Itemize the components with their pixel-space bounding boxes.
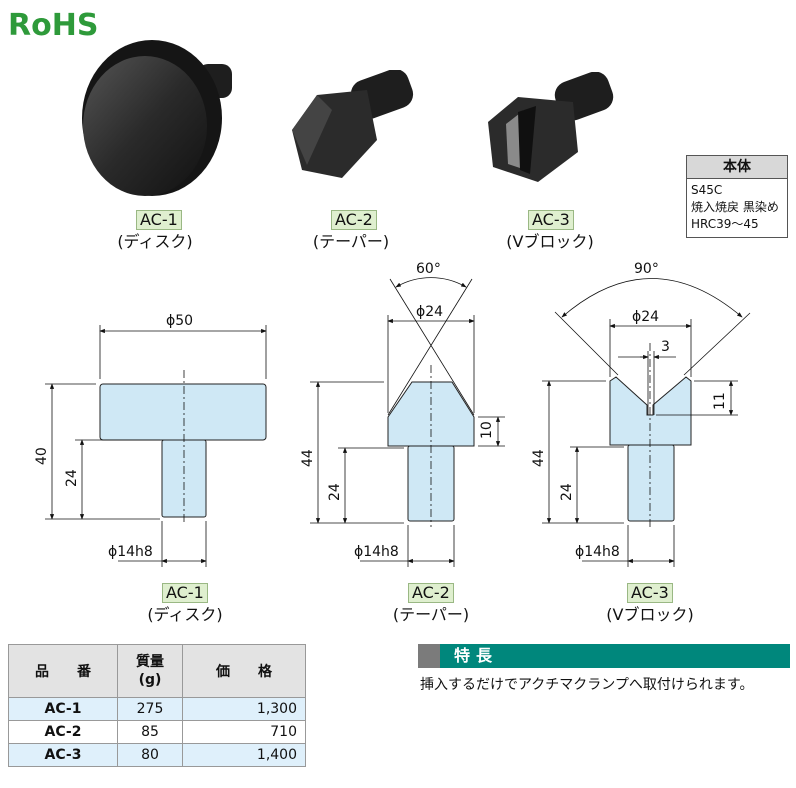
features-description: 挿入するだけでアクチマクランプへ取付けられます。 <box>420 677 754 693</box>
ac3-angle-label: 90° <box>634 261 659 277</box>
features-marker <box>418 644 440 668</box>
table-row: AC-2 85 710 <box>8 720 306 744</box>
ac3-head-shape <box>609 376 692 446</box>
ac3-depth-label: 11 <box>712 392 728 410</box>
ac3-drawing-code-badge: AC-3 <box>627 583 673 603</box>
ac3-slot-label: 3 <box>661 339 670 355</box>
ac3-name: (Vブロック) <box>506 232 594 251</box>
technical-drawings: ϕ50 40 24 ϕ14h8 60° ϕ24 44 24 10 ϕ14h8 9… <box>34 261 751 567</box>
cell-code: AC-1 <box>8 697 118 721</box>
ac2-taper-label: 10 <box>479 421 495 439</box>
ac2-shank-length-label: 24 <box>327 483 343 501</box>
rohs-logo: RoHS <box>8 8 98 42</box>
col-header-code: 品 番 <box>8 644 118 698</box>
table-row: AC-3 80 1,400 <box>8 743 306 767</box>
ac1-photo <box>82 40 232 196</box>
ac3-height-label: 44 <box>531 449 547 467</box>
ac1-drawing-name: (ディスク) <box>147 605 223 624</box>
ac2-shank-dia-label: ϕ14h8 <box>354 544 399 560</box>
ac3-shank-length-label: 24 <box>559 483 575 501</box>
ac1-diameter-label: ϕ50 <box>166 313 193 329</box>
material-line: HRC39～45 <box>691 217 759 231</box>
ac1-drawing-code-badge: AC-1 <box>162 583 208 603</box>
ac2-height-label: 44 <box>300 449 316 467</box>
ac2-code-badge: AC-2 <box>331 210 377 230</box>
cell-code: AC-2 <box>8 720 118 744</box>
ac1-name: (ディスク) <box>117 232 193 251</box>
ac3-code-badge: AC-3 <box>528 210 574 230</box>
cell-mass: 80 <box>117 743 183 767</box>
ac3-shank-shape <box>627 444 675 522</box>
ac2-drawing-name: (テーパー) <box>392 605 470 624</box>
material-body: S45C 焼入焼戻 黒染め HRC39～45 <box>687 179 787 237</box>
price-table: 品 番 質量 (g) 価 格 AC-1 275 1,300 AC-2 85 71… <box>8 644 306 767</box>
cell-price: 710 <box>182 720 306 744</box>
col-header-mass: 質量 (g) <box>117 644 183 698</box>
cell-price: 1,300 <box>182 697 306 721</box>
ac3-drawing-name: (Vブロック) <box>606 605 694 624</box>
ac2-angle-label: 60° <box>416 261 441 277</box>
material-line: S45C <box>691 183 723 197</box>
ac1-code-badge: AC-1 <box>136 210 182 230</box>
ac1-shank-dia-label: ϕ14h8 <box>108 544 153 560</box>
table-row: AC-1 275 1,300 <box>8 697 306 721</box>
ac2-name: (テーパー) <box>312 232 390 251</box>
ac2-drawing-code-badge: AC-2 <box>408 583 454 603</box>
ac3-diameter-label: ϕ24 <box>632 309 659 325</box>
cell-code: AC-3 <box>8 743 118 767</box>
ac3-photo <box>488 72 614 182</box>
features-title: 特長 <box>454 646 499 665</box>
rohs-logo-text: RoHS <box>8 8 98 42</box>
cell-mass: 275 <box>117 697 183 721</box>
cell-mass: 85 <box>117 720 183 744</box>
ac1-shank-length-label: 24 <box>64 469 80 487</box>
ac2-photo <box>292 70 414 178</box>
ac1-height-label: 40 <box>34 447 50 465</box>
ac2-diameter-label: ϕ24 <box>416 304 443 320</box>
material-header: 本体 <box>687 156 787 179</box>
material-box: 本体 S45C 焼入焼戻 黒染め HRC39～45 <box>686 155 788 238</box>
material-line: 焼入焼戻 黒染め <box>691 200 779 214</box>
features-bar: 特長 <box>418 644 790 668</box>
cell-price: 1,400 <box>182 743 306 767</box>
ac3-shank-dia-label: ϕ14h8 <box>575 544 620 560</box>
col-header-price: 価 格 <box>182 644 306 698</box>
ac1-head-shape <box>99 383 267 441</box>
